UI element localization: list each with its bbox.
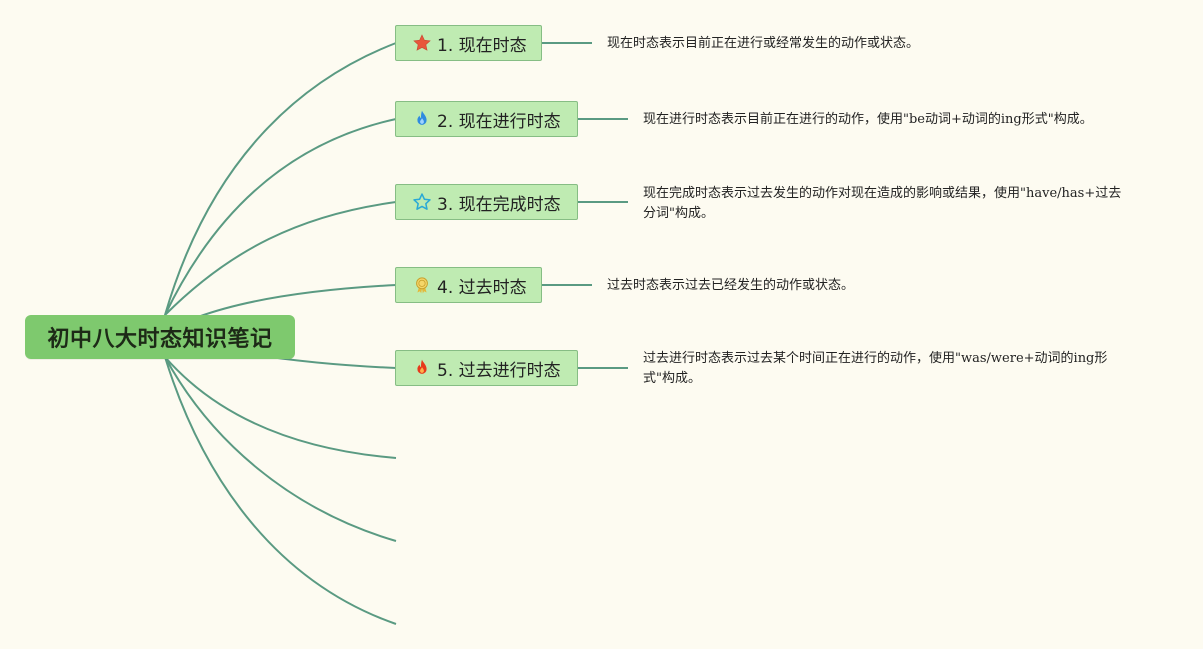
droplet-flame-icon bbox=[412, 109, 432, 129]
connector-branch-4 bbox=[197, 284, 397, 318]
connector-empty-6 bbox=[164, 356, 397, 459]
topic-label: 3. 现在完成时态 bbox=[437, 194, 561, 215]
topic-present-tense[interactable]: 1. 现在时态 bbox=[395, 25, 542, 61]
connector-branch-3 bbox=[164, 201, 397, 316]
root-topic-label: 初中八大时态知识笔记 bbox=[47, 327, 273, 352]
description-present-continuous: 现在进行时态表示目前正在进行的动作，使用"be动词+动词的ing形式"构成。 bbox=[643, 112, 1093, 127]
connector-branch-1 bbox=[164, 42, 397, 316]
topic-label: 4. 过去时态 bbox=[437, 277, 527, 298]
description-present-perfect: 现在完成时态表示过去发生的动作对现在造成的影响或结果，使用"have/has+过… bbox=[643, 184, 1121, 224]
topic-past-tense[interactable]: 4. 过去时态 bbox=[395, 267, 542, 303]
description-line: 过去进行时态表示过去某个时间正在进行的动作，使用"was/were+动词的ing… bbox=[643, 351, 1108, 366]
star-icon bbox=[412, 33, 432, 53]
topic-present-continuous[interactable]: 2. 现在进行时态 bbox=[395, 101, 578, 137]
description-past-continuous: 过去进行时态表示过去某个时间正在进行的动作，使用"was/were+动词的ing… bbox=[643, 349, 1107, 389]
topic-label: 2. 现在进行时态 bbox=[437, 111, 561, 132]
fire-icon bbox=[412, 358, 432, 378]
medal-icon bbox=[412, 275, 432, 295]
description-line: 现在完成时态表示过去发生的动作对现在造成的影响或结果，使用"have/has+过… bbox=[643, 186, 1122, 201]
description-line: 分词"构成。 bbox=[643, 206, 714, 221]
topic-past-continuous[interactable]: 5. 过去进行时态 bbox=[395, 350, 578, 386]
description-present-tense: 现在时态表示目前正在进行或经常发生的动作或状态。 bbox=[607, 36, 920, 51]
connector-empty-8 bbox=[164, 356, 397, 625]
star-outline-icon bbox=[412, 192, 432, 212]
topic-label: 5. 过去进行时态 bbox=[437, 360, 561, 381]
description-past-tense: 过去时态表示过去已经发生的动作或状态。 bbox=[607, 278, 855, 293]
connector-branch-2 bbox=[164, 118, 397, 316]
root-topic[interactable]: 初中八大时态知识笔记 bbox=[25, 315, 295, 359]
connector-empty-7 bbox=[164, 356, 397, 542]
topic-present-perfect[interactable]: 3. 现在完成时态 bbox=[395, 184, 578, 220]
topic-label: 1. 现在时态 bbox=[437, 35, 527, 56]
description-line: 式"构成。 bbox=[643, 371, 701, 386]
